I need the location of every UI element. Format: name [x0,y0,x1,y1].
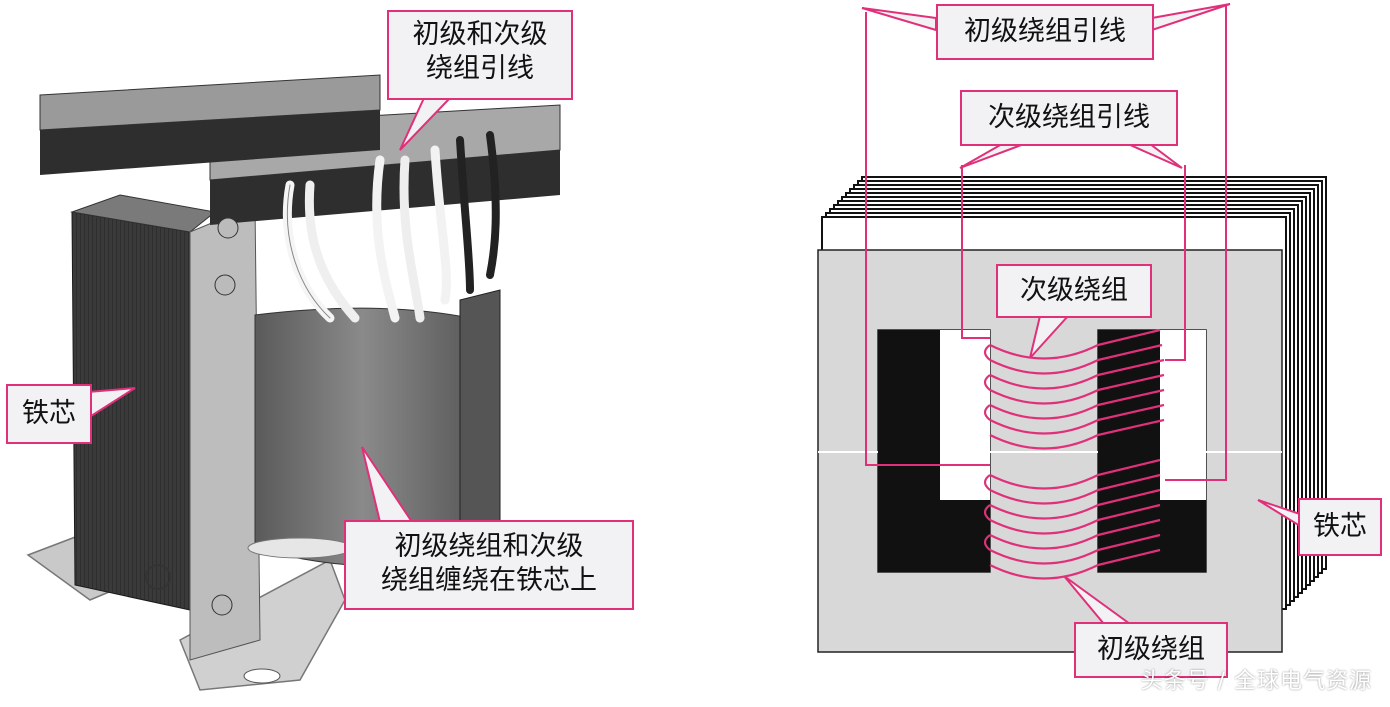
label-line: 初级绕组和次级 [394,531,584,562]
core-diagram [817,6,1327,653]
secondary-leads-pointer-right [1127,143,1183,169]
label-windings-on-core: 初级绕组和次级 绕组缠绕在铁芯上 [344,520,634,610]
label-secondary-leads: 次级绕组引线 [960,90,1178,146]
label-secondary-winding: 次级绕组 [996,264,1152,318]
primary-leads-pointer-right [1151,3,1231,32]
label-primary-secondary-leads: 初级和次级 绕组引线 [387,10,573,100]
secondary-lead-right [1165,165,1186,361]
transformer-photo [26,74,561,691]
watermark: 头条号 / 全球电气资源 [1140,669,1372,694]
ground-symbol [145,564,171,590]
label-line: 绕组缠绕在铁芯上 [381,564,597,596]
label-line: 次级绕组引线 [988,102,1150,133]
lead-lines [865,6,1227,481]
primary-lead-right [1165,6,1227,481]
label-core-left: 铁芯 [6,384,92,444]
label-line: 次级绕组 [1020,275,1128,306]
label-line: 铁芯 [1313,511,1367,542]
label-line: 铁芯 [22,398,76,429]
frame-bracket [189,204,261,661]
coil-windings [983,328,1165,580]
primary-leads-pointer-left [861,7,937,32]
screw [214,274,236,296]
screw [211,594,233,616]
label-primary-winding: 初级绕组 [1074,622,1228,678]
screw [217,217,239,239]
label-line: 绕组引线 [426,52,534,84]
label-primary-leads: 初级绕组引线 [936,4,1154,60]
label-core-right: 铁芯 [1298,498,1382,556]
secondary-lead-left [961,165,990,339]
label-line: 初级绕组 [1097,634,1205,665]
terminal-block [40,110,380,175]
coil-bottom-rim [247,537,353,559]
secondary-leads-pointer-left [959,143,1025,169]
mounting-foot-right [179,558,346,691]
label-line: 初级绕组引线 [964,16,1126,47]
primary-lead-left [865,12,990,466]
terminal-block-front [210,150,560,225]
lead-wires [282,131,500,323]
mounting-hole [243,668,281,684]
label-line: 初级和次级 [412,19,548,50]
